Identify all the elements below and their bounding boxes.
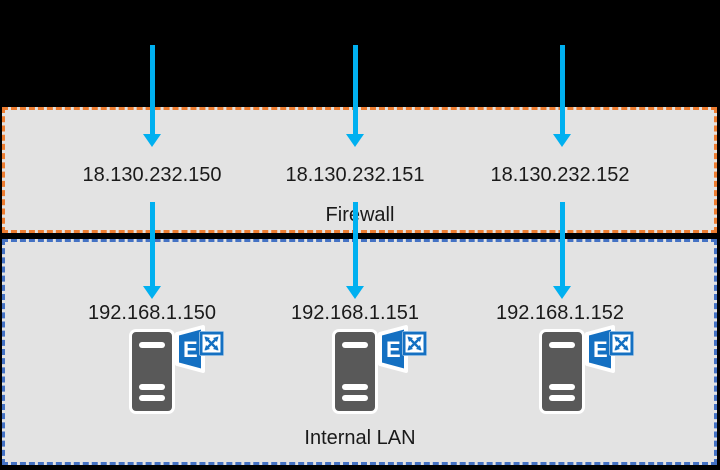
server-tower-icon: [129, 329, 175, 414]
firewall-zone-label: Firewall: [325, 204, 395, 226]
svg-text:E: E: [183, 337, 198, 362]
arrow-head-icon: [143, 134, 161, 147]
server-tower-icon: [332, 329, 378, 414]
inbound-arrow-1: [143, 45, 161, 147]
inbound-arrow-3: [553, 45, 571, 147]
server-slot: [549, 384, 575, 390]
server-tower-icon: [539, 329, 585, 414]
private-ip-label-3: 192.168.1.152: [496, 302, 624, 324]
nat-arrow-3: [553, 202, 571, 299]
firewall-zone: [2, 107, 717, 233]
server-slot: [342, 342, 368, 348]
svg-text:E: E: [386, 337, 401, 362]
arrow-shaft: [559, 45, 565, 135]
server-slot: [139, 384, 165, 390]
server-slot: [342, 384, 368, 390]
internal-lan-zone-label: Internal LAN: [304, 427, 416, 449]
arrow-head-icon: [143, 286, 161, 299]
public-ip-label-1: 18.130.232.150: [82, 164, 222, 186]
nat-arrow-1: [143, 202, 161, 299]
server-slot: [549, 342, 575, 348]
exchange-logo-icon: E: [378, 325, 427, 373]
exchange-logo-icon: E: [175, 325, 224, 373]
arrow-head-icon: [346, 286, 364, 299]
arrow-shaft: [559, 202, 565, 287]
server-slot: [139, 395, 165, 401]
nat-arrow-2: [346, 202, 364, 299]
private-ip-label-1: 192.168.1.150: [88, 302, 216, 324]
arrow-shaft: [149, 45, 155, 135]
server-slot: [139, 342, 165, 348]
svg-text:E: E: [593, 337, 608, 362]
inbound-arrow-2: [346, 45, 364, 147]
public-ip-label-3: 18.130.232.152: [490, 164, 630, 186]
private-ip-label-2: 192.168.1.151: [291, 302, 419, 324]
arrow-shaft: [352, 45, 358, 135]
server-slot: [342, 395, 368, 401]
arrow-shaft: [352, 202, 358, 287]
arrow-head-icon: [553, 134, 571, 147]
arrow-shaft: [149, 202, 155, 287]
exchange-logo-icon: E: [585, 325, 634, 373]
public-ip-label-2: 18.130.232.151: [285, 164, 425, 186]
server-slot: [549, 395, 575, 401]
arrow-head-icon: [346, 134, 364, 147]
arrow-head-icon: [553, 286, 571, 299]
